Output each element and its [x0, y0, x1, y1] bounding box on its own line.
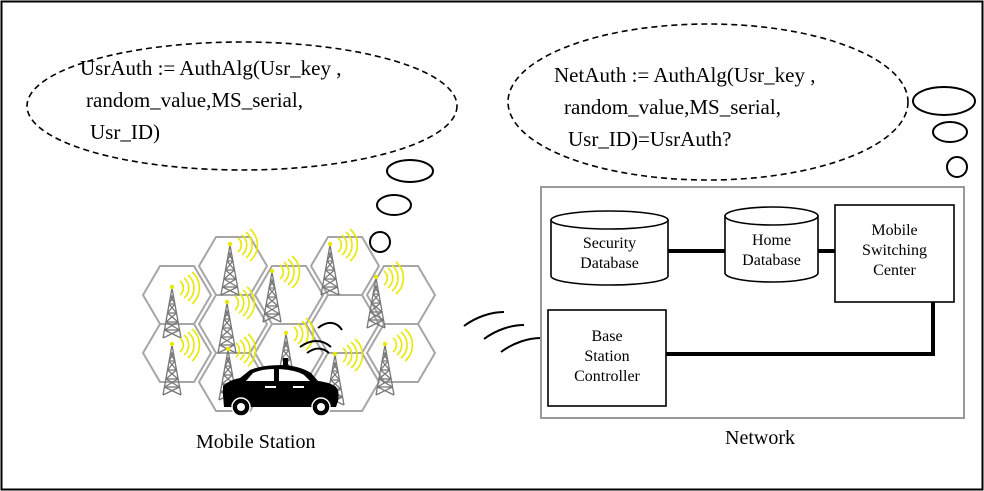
thought-dot	[932, 121, 968, 143]
radio-wave-icon	[463, 311, 542, 353]
cell	[309, 236, 381, 296]
mobile-station-thought-bubble	[26, 41, 458, 253]
cell	[365, 323, 437, 383]
mobile-station-bubble-line-2: random_value,MS_serial,	[86, 88, 303, 112]
network-bubble-line-3: Usr_ID)=UsrAuth?	[568, 127, 732, 151]
base-station-controller-box	[547, 309, 667, 407]
mobile-station-bubble-line-1: UsrAuth := AuthAlg(Usr_key ,	[80, 56, 342, 80]
mobile-station-bubble-line-3: Usr_ID)	[90, 120, 160, 144]
network-frame	[540, 186, 965, 419]
home-database-cylinder	[724, 206, 819, 283]
thought-dot	[912, 86, 976, 116]
security-database-cylinder	[550, 210, 669, 286]
mobile-switching-center-box	[834, 204, 955, 303]
network-bubble-line-1: NetAuth := AuthAlg(Usr_key ,	[554, 63, 816, 87]
mobile-switching-center-label: Mobile Switching Center	[862, 222, 927, 279]
cell	[309, 294, 381, 354]
car-icon	[223, 322, 343, 417]
thought-dot	[369, 231, 391, 253]
network-thought-bubble	[507, 23, 976, 181]
network-caption: Network	[725, 427, 795, 449]
thought-dot	[376, 194, 412, 216]
mobile-station-caption: Mobile Station	[196, 431, 316, 453]
security-database-label: Security Database	[580, 235, 639, 272]
thought-dot	[946, 156, 968, 178]
network-links	[666, 249, 935, 356]
cell	[141, 323, 213, 383]
home-database-label: Home Database	[742, 232, 801, 269]
network-bubble-line-2: random_value,MS_serial,	[564, 95, 781, 119]
thought-dot	[386, 159, 434, 183]
base-station-controller-label: Base Station Controller	[574, 328, 640, 385]
